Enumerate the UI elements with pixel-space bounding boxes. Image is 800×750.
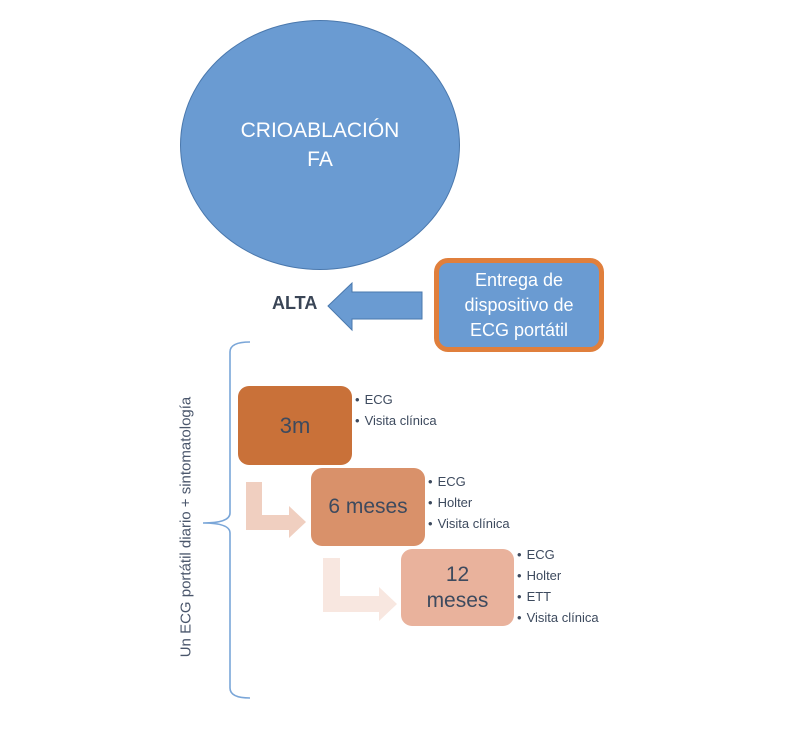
bent-arrow-icon — [323, 558, 397, 621]
arrow-left-icon — [327, 281, 423, 332]
box-line: ECG portátil — [469, 319, 569, 340]
stage-3-months: 3m — [238, 386, 352, 465]
list-item: ECG — [517, 544, 599, 565]
list-item: Holter — [517, 565, 599, 586]
node-line: FA — [307, 148, 333, 171]
crioablacion-node: CRIOABLACIÓN FA — [180, 20, 460, 270]
list-item: Visita clínica — [428, 513, 510, 534]
stage-6-months: 6 meses — [311, 468, 425, 546]
stage-label: 3m — [279, 412, 311, 438]
list-item: Visita clínica — [355, 410, 437, 431]
list-item: ECG — [428, 471, 510, 492]
list-item: Holter — [428, 492, 510, 513]
stage-12-months: 12 meses — [401, 549, 514, 626]
box-line: Entrega de — [474, 269, 564, 290]
curly-brace — [202, 341, 251, 699]
stage-label: 12 — [445, 562, 470, 586]
device-delivery-box: Entrega de dispositivo de ECG portátil — [434, 258, 604, 352]
list-item: Visita clínica — [517, 607, 599, 628]
list-item: ECG — [355, 389, 437, 410]
stage-label: meses — [426, 588, 489, 612]
stage-label: 6 meses — [328, 495, 408, 518]
bent-arrow-icon — [246, 482, 306, 538]
box-line: dispositivo de — [464, 294, 574, 315]
discharge-label: ALTA — [272, 293, 318, 313]
monitoring-label: Un ECG portátil diario + sintomatología — [177, 396, 195, 658]
list-item: ETT — [517, 586, 599, 607]
stage-6-months-items: ECG Holter Visita clínica — [428, 471, 510, 534]
stage-12-months-items: ECG Holter ETT Visita clínica — [517, 544, 599, 628]
node-line: CRIOABLACIÓN — [240, 119, 400, 142]
stage-3-months-items: ECG Visita clínica — [355, 389, 437, 431]
